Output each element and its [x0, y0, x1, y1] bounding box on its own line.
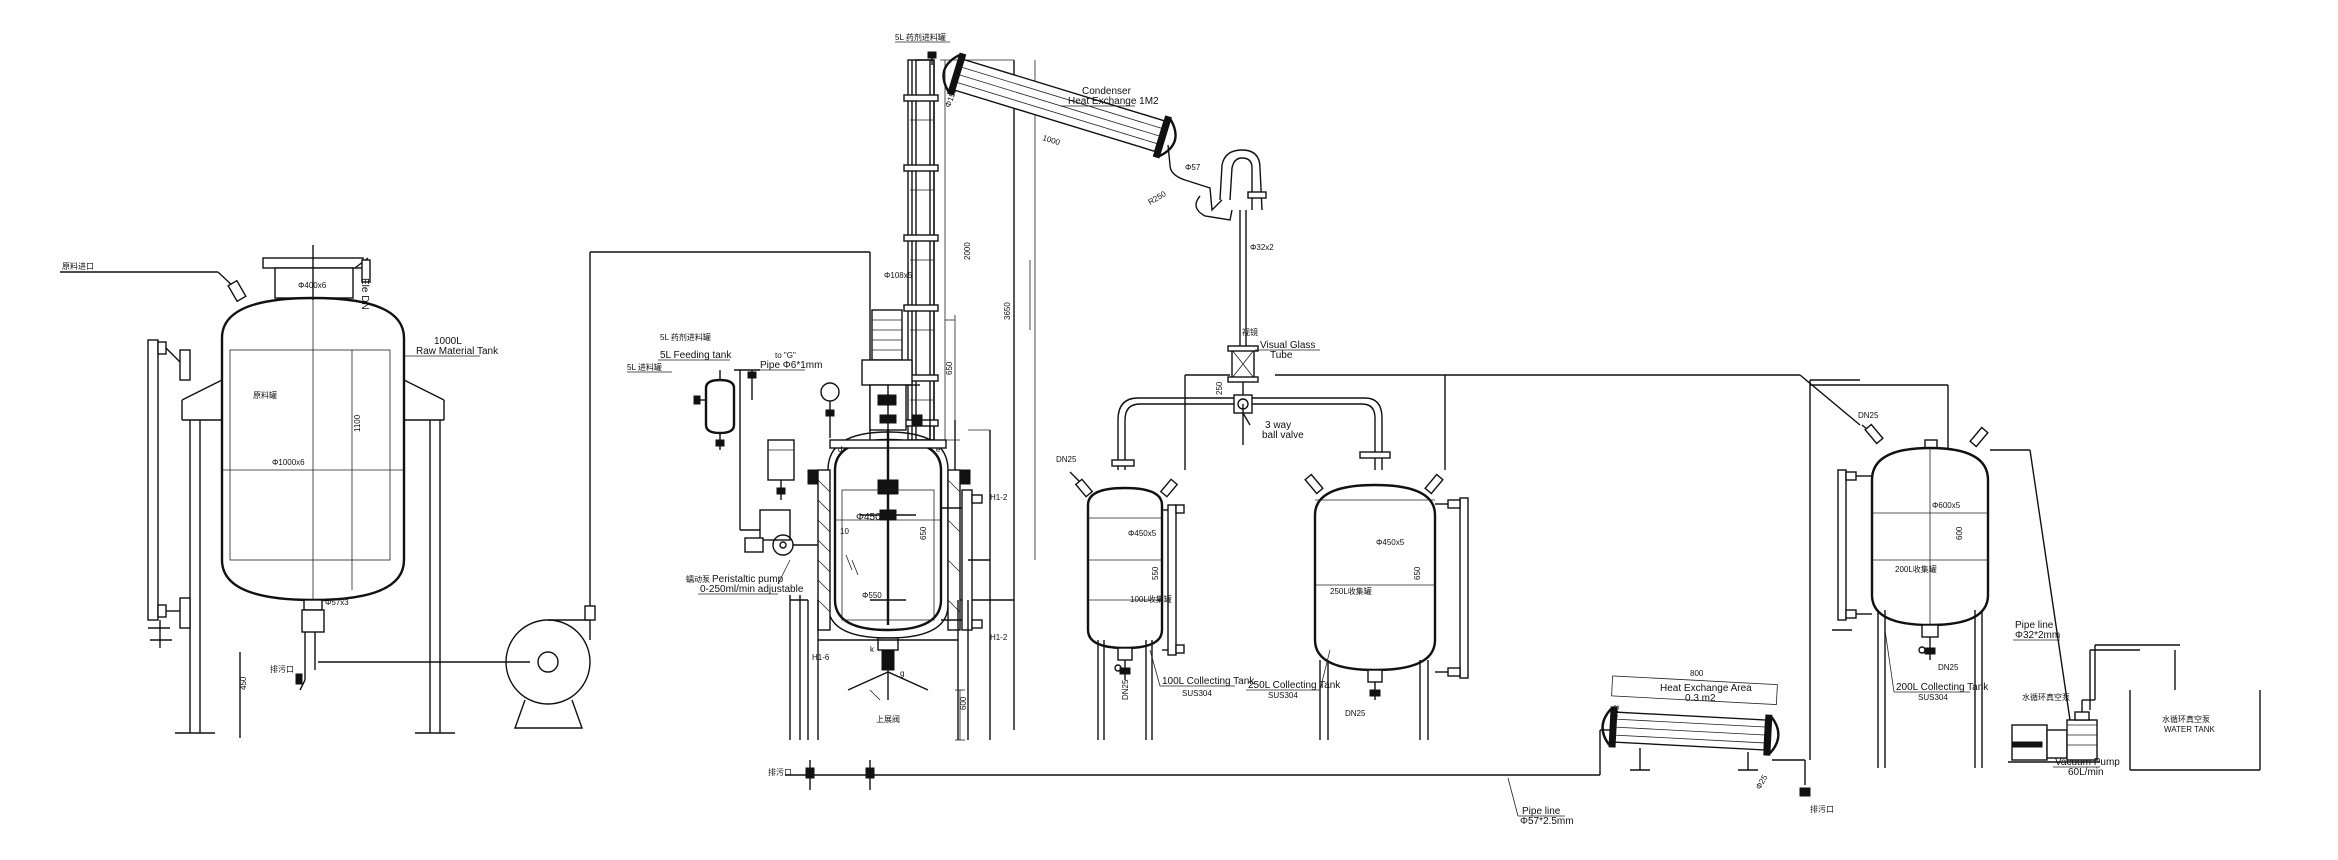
collecting-tank-250l: Φ450x5 650 250L收集罐 250L Collecting Tank …: [1184, 374, 1861, 740]
main-drain-label: 排污口: [768, 767, 792, 777]
column-pipe-dim: Φ108x5: [884, 271, 913, 280]
feed-tank-inlet: 5L 进料罐: [627, 362, 662, 372]
tank250-cn: 250L收集罐: [1330, 586, 1372, 596]
pump-name: Peristaltic pump: [712, 574, 784, 585]
bend-dim: Φ57: [1185, 163, 1201, 172]
tank200-dn-top: DN25: [1858, 411, 1879, 420]
tank200-name: 200L Collecting Tank: [1896, 682, 1989, 693]
raw-tank-cn-label: 原料罐: [253, 390, 277, 400]
to-g-label: to "G": [775, 351, 796, 360]
tank200-height: 600: [1955, 526, 1964, 540]
vacuum-pump-rate: 60L/min: [2068, 767, 2104, 778]
water-tank-cn: 水循环真空泵: [2162, 714, 2210, 724]
mark-k: k: [870, 645, 875, 654]
hx-length: 800: [1690, 669, 1704, 678]
top-solvent-label: 5L 药剂进料罐: [895, 32, 946, 42]
column-small-dim: 650: [945, 361, 954, 375]
vacuum-pump-cn: 水循环真空泵: [2022, 692, 2070, 702]
big-pipe-size: Φ57*2.5mm: [1520, 816, 1574, 827]
condenser-dim: Φ159: [943, 87, 958, 109]
right-pipe-label: Pipe line: [2015, 620, 2054, 631]
raw-nozzle-dim: Φ400x6: [298, 281, 327, 290]
sight-glass-en1: Visual Glass: [1260, 340, 1315, 351]
valve-label-2: ball valve: [1262, 430, 1304, 441]
valve-length: 250: [1215, 381, 1224, 395]
tank100-height: 550: [1151, 566, 1160, 580]
condenser-area: Heat Exchange 1M2: [1068, 96, 1159, 107]
tank100-material: SUS304: [1182, 689, 1212, 698]
bottom-valve-label: 上展阀: [876, 715, 900, 724]
tank100-dn-bottom: DN25: [1121, 679, 1130, 700]
raw-inlet-label: 原料进口: [62, 261, 94, 271]
sight-glass-en2: Tube: [1270, 350, 1293, 361]
collecting-tank-200l: DN25 Φ600x5 600 200L收集罐 200L Collecting …: [1810, 384, 1989, 768]
sight-glass-valve: 视镜 Visual Glass Tube 3 way ball valve 25…: [1111, 327, 1391, 470]
reactor-outer-dim: Φ550: [862, 591, 882, 600]
mark-g: g: [900, 669, 904, 678]
valve-label-1: 3 way: [1265, 420, 1291, 431]
tank200-cn: 200L收集罐: [1895, 564, 1937, 574]
big-pipe-label: Pipe line: [1522, 806, 1561, 817]
hx-name: Heat Exchange Area: [1660, 683, 1752, 694]
tank250-dn: DN25: [1345, 709, 1366, 718]
vacuum-pump-name: Vacuum Pump: [2055, 757, 2120, 768]
reactor-inner-dim: Φ450x10: [856, 512, 897, 523]
feed-tank-cn: 5L 药剂进料罐: [660, 332, 711, 342]
tank250-diameter: Φ450x5: [1376, 538, 1405, 547]
reactor-leg-dim: 600: [959, 696, 968, 710]
pump-rate: 0-250ml/min adjustable: [700, 584, 804, 595]
raw-leg-dim: 450: [239, 676, 248, 690]
raw-tank-name: Raw Material Tank: [416, 346, 499, 357]
column-total-dim: 3650: [1003, 302, 1012, 320]
condenser: Condenser Heat Exchange 1M2 Φ159 1000 Φ5…: [942, 52, 1274, 350]
tank200-material: SUS304: [1918, 693, 1948, 702]
raw-flange-label: Ele DN: [359, 278, 370, 310]
mark-h1-top: H1-2: [990, 493, 1008, 502]
right-pipe-size: Φ32*2mm: [2015, 630, 2060, 641]
mark-h1-bottom: H1-2: [990, 633, 1008, 642]
heat-exchanger: 800 Heat Exchange Area 0.3 m2 Φ108 Φ25 排…: [1507, 379, 1860, 827]
raw-drain-label: 排污口: [270, 664, 294, 674]
raw-tank-capacity: 1000L: [434, 336, 462, 347]
reactor: 上展阀 d e Φ450x10 10 650 Φ550 H1-2 H1-2 H1…: [789, 309, 1008, 741]
pipe-6-label: Pipe Φ6*1mm: [760, 360, 822, 371]
mark-h1-6: H1-6: [812, 653, 830, 662]
raw-tank-height: 1100: [353, 414, 362, 432]
tank100-diameter: Φ450x5: [1128, 529, 1157, 538]
mark-10: 10: [840, 527, 849, 536]
raw-material-tank: 原料进口 Ele DN Φ400x6 1000L Raw Material Ta…: [60, 245, 530, 738]
condenser-length: 1000: [1041, 133, 1061, 147]
raw-tank-diameter: Φ1000x6: [272, 458, 305, 467]
collecting-tank-100l: DN25 Φ450x5 550 100L收集罐 100L Collecting …: [1056, 455, 1255, 740]
tank250-material: SUS304: [1268, 691, 1298, 700]
hx-drain-label: 排污口: [1810, 804, 1834, 814]
tank100-name: 100L Collecting Tank: [1162, 676, 1255, 687]
condenser-name: Condenser: [1082, 86, 1132, 97]
hx-area: 0.3 m2: [1685, 693, 1716, 704]
tank250-name: 250L Collecting Tank: [1248, 680, 1341, 691]
pump-cn: 蠕动泵: [686, 574, 710, 584]
mark-e: e: [936, 445, 941, 454]
column-height-dim: 2000: [963, 242, 972, 260]
raw-outlet-dim: Φ57x3: [325, 598, 349, 607]
tank200-diameter: Φ600x5: [1932, 501, 1961, 510]
bend-radius: R250: [1147, 189, 1169, 207]
tank100-dn-top: DN25: [1056, 455, 1077, 464]
feed-tank-name: 5L Feeding tank: [660, 350, 732, 361]
main-drain-line: 排污口: [768, 729, 1615, 790]
hx-outlet-dim: Φ25: [1754, 773, 1770, 791]
mark-d: d: [838, 445, 842, 454]
hx-dim: Φ108: [1609, 704, 1621, 726]
reactor-height-dim: 650: [919, 526, 928, 540]
pipe-32-dim: Φ32x2: [1250, 243, 1274, 252]
sight-glass-cn: 视镜: [1242, 327, 1258, 337]
feeding-tank: 5L 药剂进料罐 5L 进料罐 5L Feeding tank to "G" P…: [627, 332, 830, 595]
water-tank-name: WATER TANK: [2164, 725, 2215, 734]
tank100-cn: 100L收集罐: [1130, 594, 1172, 604]
tank200-dn-bottom: DN25: [1938, 663, 1959, 672]
tank250-height: 650: [1413, 566, 1422, 580]
vacuum-system: Pipe line Φ32*2mm 水循环真空泵 Vacuum Pump 60L…: [1990, 449, 2261, 778]
